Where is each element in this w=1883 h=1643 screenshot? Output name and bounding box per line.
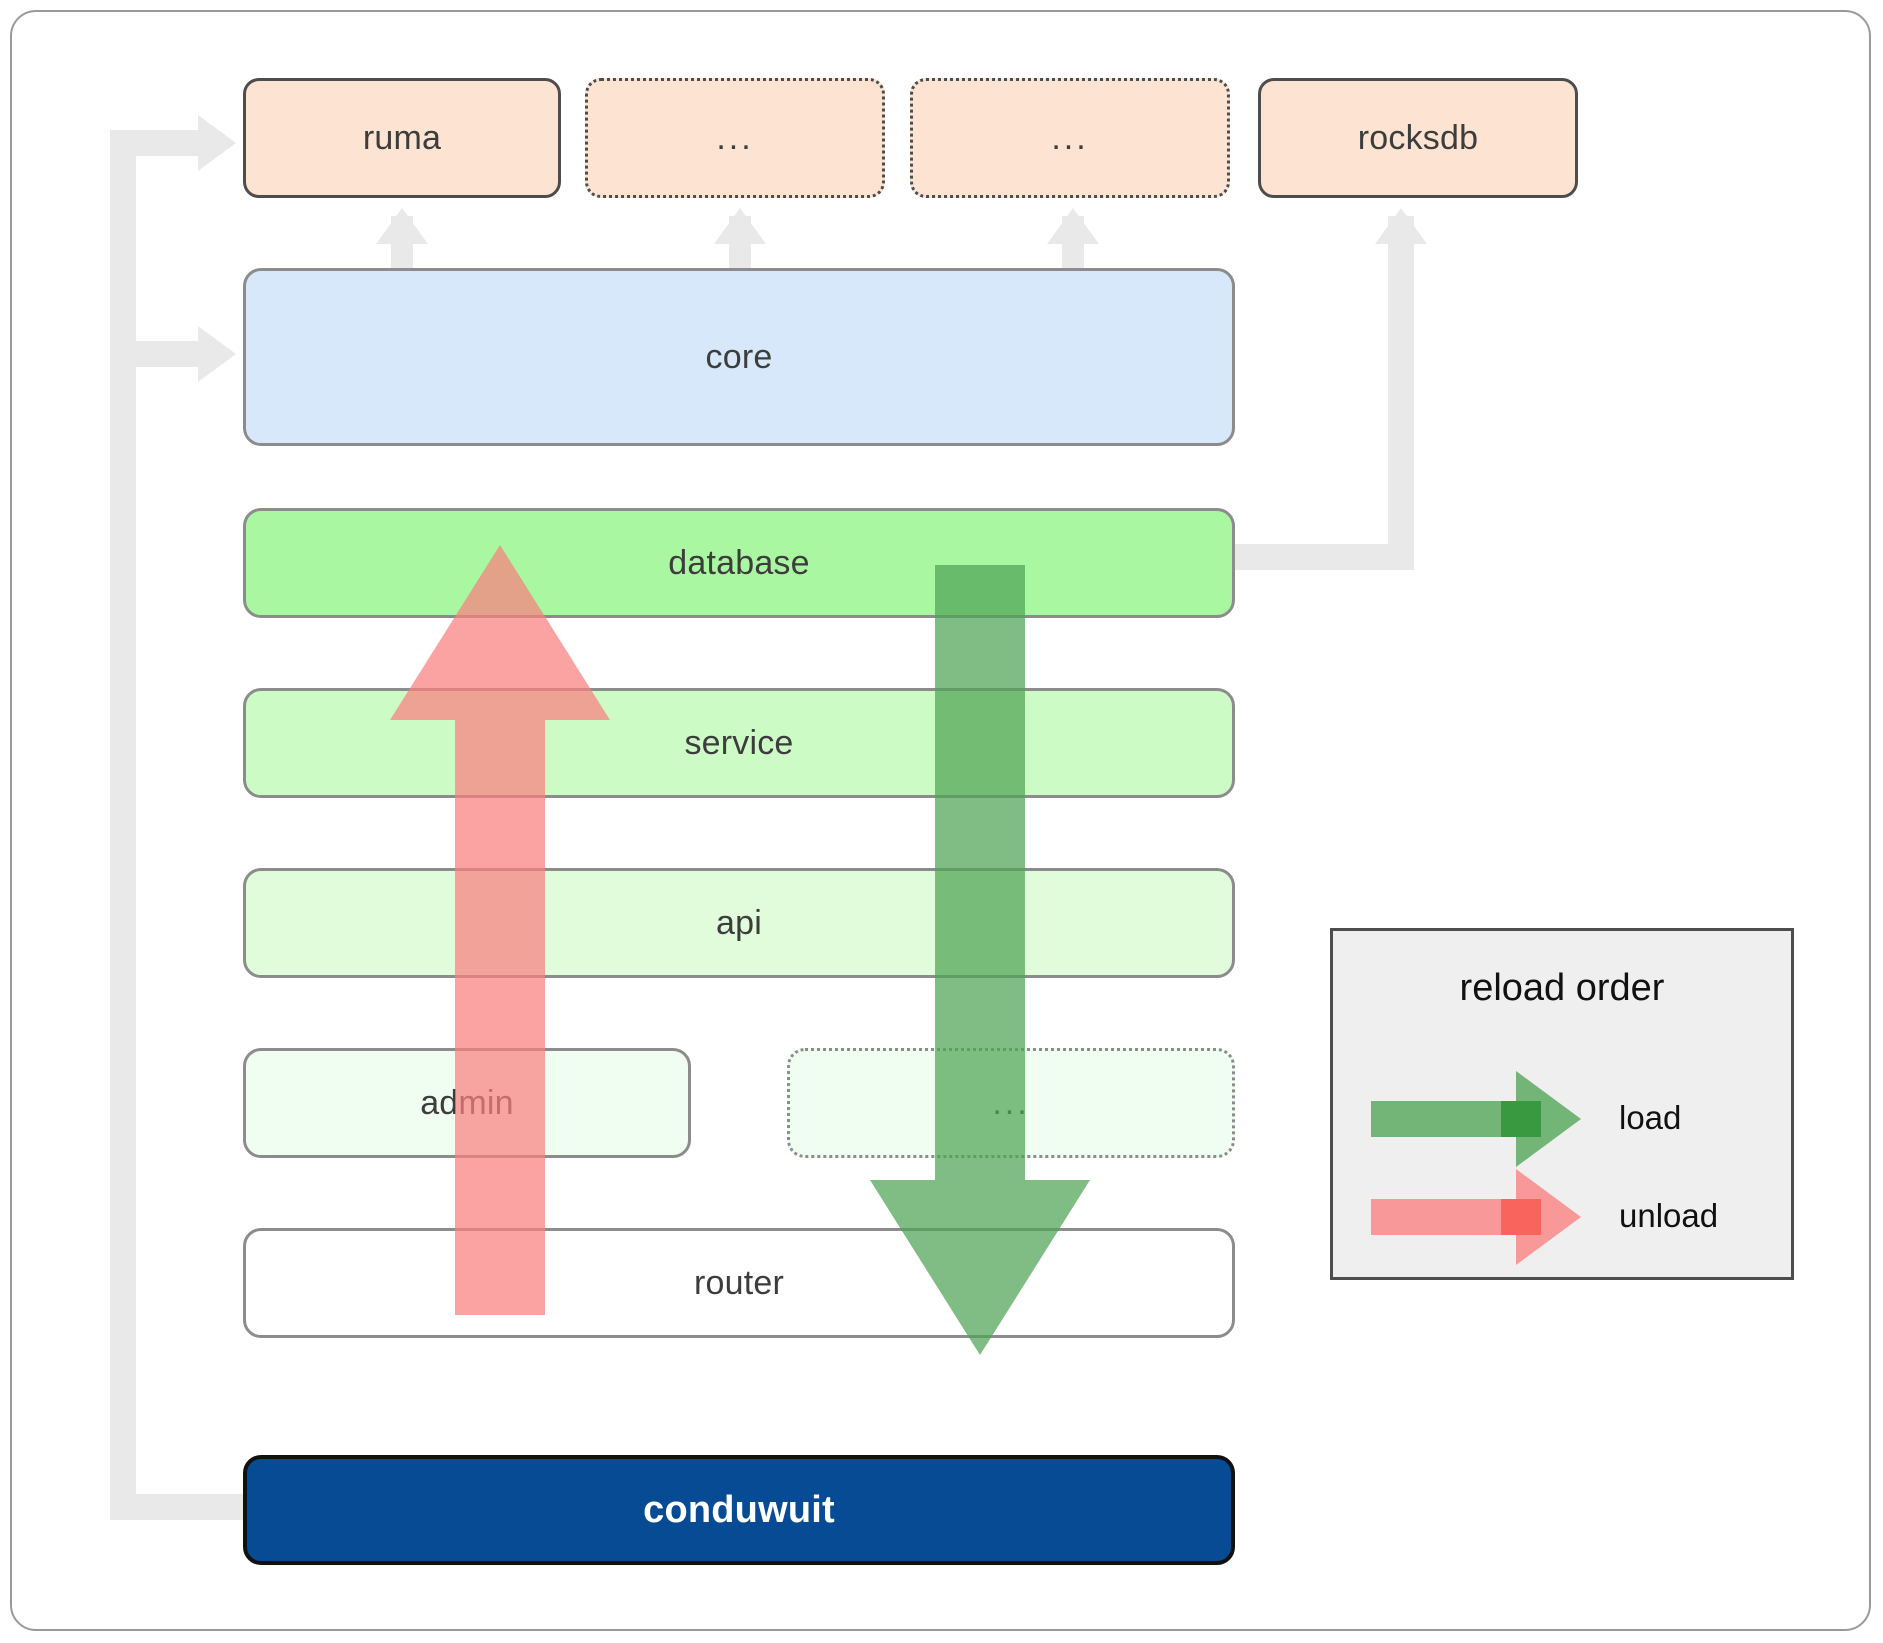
load-arrow-down	[870, 565, 1090, 1355]
legend-title: reload order	[1459, 967, 1665, 1009]
legend-label-load: load	[1619, 1099, 1682, 1136]
connector-to-ruma-arrowhead	[198, 115, 236, 171]
connector-core-to-dots1-arrowhead	[714, 208, 766, 244]
dependency-box-ellipsis-2[interactable]: ...	[910, 78, 1230, 198]
dependency-label-ellipsis-2: ...	[1051, 118, 1089, 157]
dependency-box-rocksdb[interactable]: rocksdb	[1258, 78, 1578, 198]
legend-panel: reload order load unload	[1330, 928, 1794, 1280]
stack-box-router[interactable]: router	[243, 1228, 1235, 1338]
stack-label-database: database	[668, 543, 810, 582]
connector-to-core-arrowhead	[198, 326, 236, 382]
dependency-label-ellipsis-1: ...	[716, 118, 754, 157]
connector-left-bottom-horizontal	[110, 1494, 250, 1520]
legend-label-unload: unload	[1619, 1197, 1719, 1234]
root-label-conduwuit: conduwuit	[643, 1488, 835, 1531]
legend-load-arrow	[1371, 1071, 1581, 1167]
connector-core-to-dots2-arrowhead	[1047, 208, 1099, 244]
stack-box-database[interactable]: database	[243, 508, 1235, 618]
stack-box-api[interactable]: api	[243, 868, 1235, 978]
dependency-label-rocksdb: rocksdb	[1357, 118, 1479, 157]
stack-label-service: service	[684, 723, 794, 762]
root-box-conduwuit[interactable]: conduwuit	[243, 1455, 1235, 1565]
core-box[interactable]: core	[243, 268, 1235, 446]
connector-database-to-rocksdb-horizontal	[1222, 544, 1414, 570]
connector-to-core-horizontal	[110, 341, 200, 367]
connector-left-trunk-vertical	[110, 130, 136, 1520]
stack-label-router: router	[693, 1263, 785, 1302]
dependency-box-ellipsis-1[interactable]: ...	[585, 78, 885, 198]
connector-to-ruma-horizontal	[110, 130, 200, 156]
dependency-label-ruma: ruma	[362, 118, 442, 157]
connector-database-to-rocksdb-arrowhead	[1375, 208, 1427, 244]
connector-core-to-ruma-arrowhead	[376, 208, 428, 244]
legend-unload-arrow	[1371, 1169, 1581, 1265]
stack-label-api: api	[716, 903, 762, 942]
core-label: core	[705, 337, 773, 376]
dependency-box-ruma[interactable]: ruma	[243, 78, 561, 198]
connector-database-to-rocksdb-vertical	[1388, 216, 1414, 568]
unload-arrow-up	[390, 545, 610, 1315]
